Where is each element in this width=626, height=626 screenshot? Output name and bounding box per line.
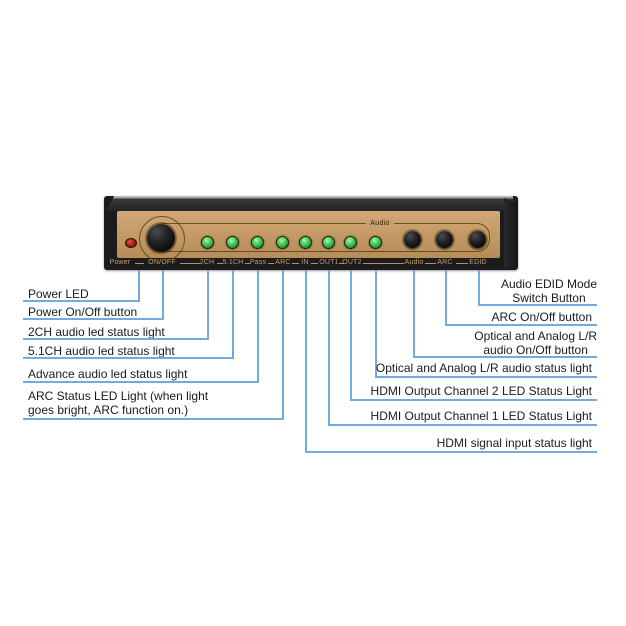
- callout-underline: [305, 451, 597, 453]
- silkscreen-5-1ch: 5.1CH: [222, 259, 244, 266]
- callout-underline: [23, 318, 164, 320]
- edid-button[interactable]: [469, 231, 486, 248]
- callout-line: [445, 270, 447, 326]
- led-pass: [251, 236, 264, 249]
- silkscreen-divider: [311, 263, 318, 264]
- silkscreen-divider: [292, 263, 299, 264]
- callout-line: [257, 270, 259, 383]
- led-in: [299, 236, 312, 249]
- power-led: [125, 238, 137, 248]
- callout-underline: [23, 300, 140, 302]
- led-out2: [344, 236, 357, 249]
- callout-audio-button: Optical and Analog L/R audio On/Off butt…: [474, 329, 597, 357]
- callout-advance-led: Advance audio led status light: [28, 367, 188, 381]
- silkscreen-divider: [268, 263, 274, 264]
- callout-arc-button: ARC On/Off button: [491, 310, 593, 324]
- callout-underline: [23, 418, 284, 420]
- led-5-1ch: [226, 236, 239, 249]
- silkscreen-pass: Pass: [249, 259, 267, 266]
- silkscreen-audio: Audio: [404, 259, 424, 266]
- callout-line: [232, 270, 234, 359]
- callout-power-led: Power LED: [28, 287, 89, 301]
- callout-line: [328, 270, 330, 426]
- callout-power-button: Power On/Off button: [28, 305, 138, 319]
- callout-underline: [375, 376, 597, 378]
- power-on-off-button[interactable]: [147, 224, 175, 252]
- callout-edid-button: Audio EDID Mode Switch Button: [500, 277, 597, 305]
- silkscreen-out2: OUT2: [342, 259, 362, 266]
- silkscreen-power: Power: [109, 259, 131, 266]
- callout-underline: [350, 399, 597, 401]
- audio-section-label: Audio: [366, 219, 394, 229]
- silkscreen-arc-btn: ARC: [437, 259, 453, 266]
- callout-underline: [445, 324, 597, 326]
- callout-underline: [23, 338, 209, 340]
- silkscreen-divider: [339, 263, 344, 264]
- silkscreen-divider: [425, 263, 436, 264]
- silkscreen-onoff: ON/OFF: [148, 259, 176, 266]
- callout-line: [478, 270, 480, 306]
- callout-underline: [328, 424, 597, 426]
- callout-line: [138, 270, 140, 302]
- arc-button[interactable]: [436, 231, 453, 248]
- callout-line: [207, 270, 209, 340]
- callout-line: [413, 270, 415, 358]
- callout-input-led: HDMI signal input status light: [436, 436, 592, 450]
- callout-underline: [23, 381, 259, 383]
- callout-out1-led: HDMI Output Channel 1 LED Status Light: [370, 409, 592, 423]
- callout-out2-led: HDMI Output Channel 2 LED Status Light: [370, 384, 592, 398]
- callout-5-1ch-led: 5.1CH audio led status light: [28, 344, 175, 358]
- callout-line: [282, 270, 284, 420]
- silkscreen-edid: EDID: [469, 259, 487, 266]
- device-top-face: [106, 196, 516, 211]
- callout-line: [375, 270, 377, 378]
- led-audio-status: [369, 236, 382, 249]
- callout-underline: [413, 356, 597, 358]
- led-arc: [276, 236, 289, 249]
- callout-line: [350, 270, 352, 401]
- silkscreen-divider: [180, 263, 200, 264]
- callout-underline: [478, 304, 597, 306]
- silkscreen-arc: ARC: [275, 259, 291, 266]
- silkscreen-2ch: 2CH: [199, 259, 215, 266]
- audio-button[interactable]: [404, 231, 421, 248]
- callout-line: [162, 270, 164, 320]
- silkscreen-divider: [363, 263, 404, 264]
- silkscreen-out1: OUT1: [319, 259, 339, 266]
- callout-underline: [23, 357, 234, 359]
- led-out1: [322, 236, 335, 249]
- callout-arc-status-led: ARC Status LED Light (when light goes br…: [28, 389, 209, 417]
- silkscreen-in: IN: [301, 259, 309, 266]
- callout-2ch-led: 2CH audio led status light: [28, 325, 165, 339]
- led-2ch: [201, 236, 214, 249]
- silkscreen-divider: [245, 263, 250, 264]
- silkscreen-divider: [217, 263, 223, 264]
- callout-line: [305, 270, 307, 453]
- device-side-face: [504, 198, 518, 268]
- silkscreen-divider: [135, 263, 144, 264]
- silkscreen-divider: [456, 263, 468, 264]
- callout-audio-status-led: Optical and Analog L/R audio status ligh…: [375, 361, 592, 375]
- power-button-ring: [139, 216, 185, 262]
